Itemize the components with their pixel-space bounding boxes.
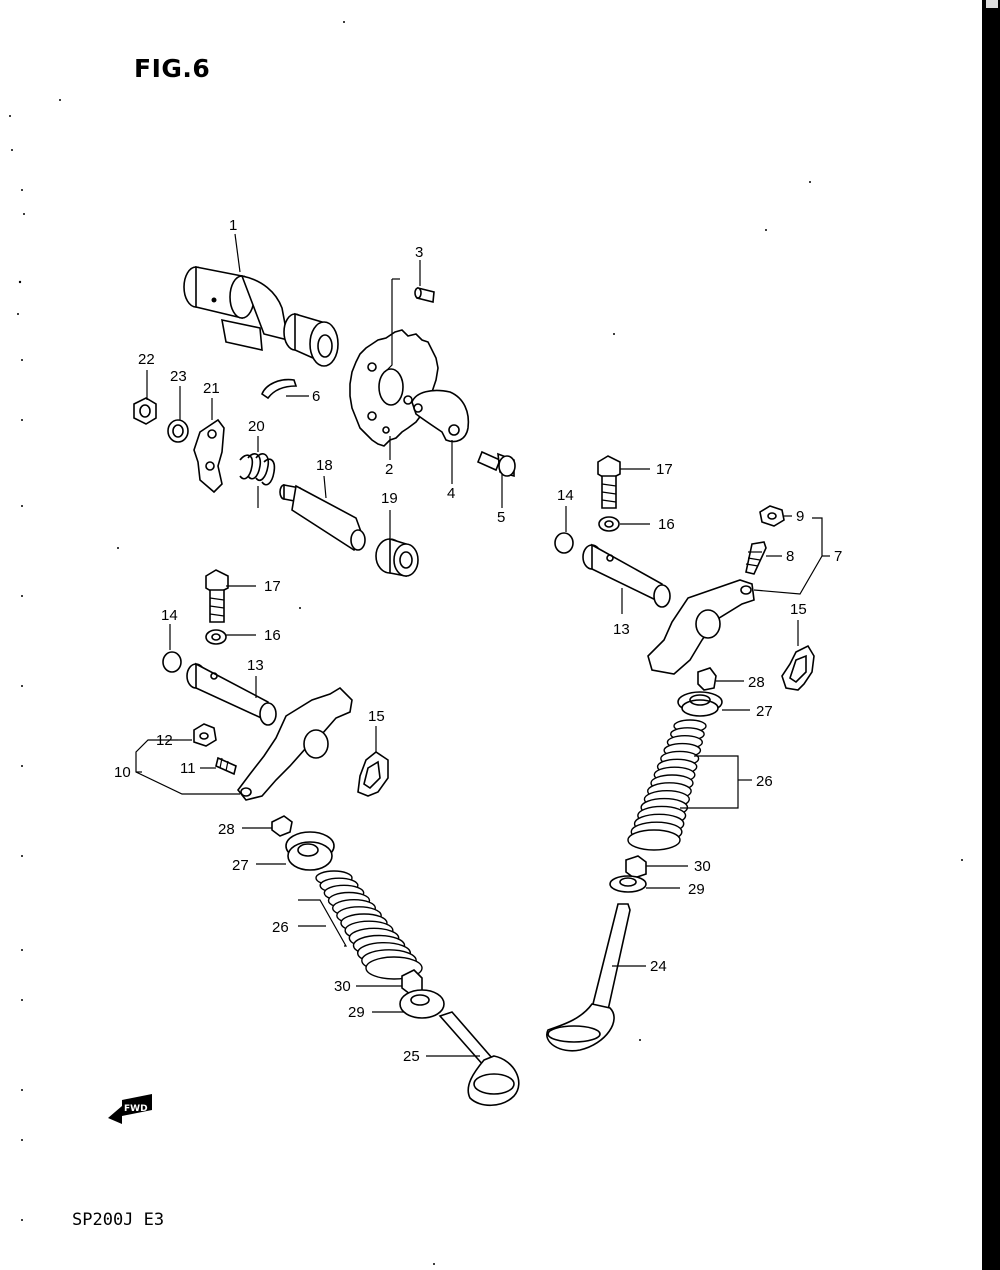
figure-title: FIG.6 [134, 54, 211, 83]
bearing-19 [375, 537, 419, 577]
cam-sprocket [349, 329, 439, 447]
callout-30-right: 30 [694, 858, 711, 875]
callout-2: 2 [385, 461, 393, 478]
gasket-15-left [357, 751, 389, 797]
callout-11: 11 [180, 760, 196, 777]
rocker-arm-7 [647, 579, 755, 675]
model-code: SP200J E3 [72, 1210, 165, 1230]
callout-15-left: 15 [368, 708, 385, 725]
scan-edge-bar [982, 0, 1000, 1270]
callout-15-right: 15 [790, 601, 807, 618]
cotter-28-left [271, 815, 293, 837]
scan-corner-mark [986, 0, 998, 8]
gasket-15-right [781, 644, 815, 691]
nut-22 [133, 397, 157, 425]
callout-14-left: 14 [161, 607, 178, 624]
circlip [261, 378, 298, 400]
leader-lines [135, 233, 830, 1057]
rocker-arm-10 [236, 686, 353, 801]
rocker-shaft-13-left [186, 662, 277, 726]
callout-28-left: 28 [218, 821, 235, 838]
callout-1: 1 [229, 217, 237, 234]
callout-16-left: 16 [264, 627, 281, 644]
nut-9 [759, 505, 785, 527]
callout-22: 22 [138, 351, 155, 368]
callout-20: 20 [248, 418, 265, 435]
seat-29-left [399, 989, 445, 1019]
callout-28-right: 28 [748, 674, 765, 691]
callout-9: 9 [796, 508, 804, 525]
callout-13-right: 13 [613, 621, 630, 638]
cotter-28-right [697, 667, 717, 691]
spring-20 [239, 453, 276, 508]
callout-18: 18 [316, 457, 333, 474]
callout-10: 10 [114, 764, 131, 781]
callout-27-left: 27 [232, 857, 249, 874]
seal-30-right [625, 855, 647, 879]
callout-30-left: 30 [334, 978, 351, 995]
callout-24: 24 [650, 958, 667, 975]
callout-27-right: 27 [756, 703, 773, 720]
callout-8: 8 [786, 548, 794, 565]
callout-14-right: 14 [557, 487, 574, 504]
bolt-17-left [205, 569, 229, 623]
callout-25: 25 [403, 1048, 420, 1065]
callout-16-right: 16 [658, 516, 675, 533]
washer-16-left [205, 629, 227, 645]
callout-17-right: 17 [656, 461, 673, 478]
sprocket-bolt [476, 450, 516, 478]
rocker-shaft-13-right [582, 543, 671, 608]
shaft-18 [279, 484, 366, 552]
callout-21: 21 [203, 380, 220, 397]
washer-23 [167, 419, 189, 443]
callout-6: 6 [312, 388, 320, 405]
callout-19: 19 [381, 490, 398, 507]
callout-5: 5 [497, 509, 505, 526]
seat-29-right [609, 875, 647, 893]
o-ring-14-right [554, 532, 574, 554]
washer-16-right [598, 516, 620, 532]
bolt-17-right [597, 455, 621, 509]
dowel-pin [414, 286, 435, 304]
retainer-27-left [285, 831, 335, 871]
callout-numbers: 1 2 3 4 5 6 7 8 9 10 11 12 13 13 14 14 1… [114, 217, 842, 1065]
valve-25-intake [438, 1011, 520, 1107]
adjust-screw-8 [745, 541, 767, 575]
o-ring-14-left [162, 651, 182, 673]
scan-speckles [9, 21, 963, 1265]
sprocket-plate [411, 389, 470, 443]
callout-29-right: 29 [688, 881, 705, 898]
callout-26-left: 26 [272, 919, 289, 936]
callout-13-left: 13 [247, 657, 264, 674]
callout-26-right: 26 [756, 773, 773, 790]
camshaft [183, 266, 339, 367]
callout-7: 7 [834, 548, 842, 565]
spring-coil [627, 829, 681, 851]
callout-17-left: 17 [264, 578, 281, 595]
callout-4: 4 [447, 485, 455, 502]
callout-12: 12 [156, 732, 173, 749]
retainer-27-right [677, 691, 723, 717]
spring-26-left [315, 870, 423, 980]
fwd-arrow-icon: FWD [108, 1094, 152, 1124]
callout-23: 23 [170, 368, 187, 385]
spring-26-right [627, 719, 707, 851]
callout-29-left: 29 [348, 1004, 365, 1021]
callout-3: 3 [415, 244, 423, 261]
adjust-screw-11 [215, 756, 237, 776]
stopper-21 [193, 418, 225, 494]
fwd-label: FWD [124, 1104, 148, 1114]
nut-12 [193, 723, 217, 747]
valve-24-exhaust [546, 903, 631, 1052]
